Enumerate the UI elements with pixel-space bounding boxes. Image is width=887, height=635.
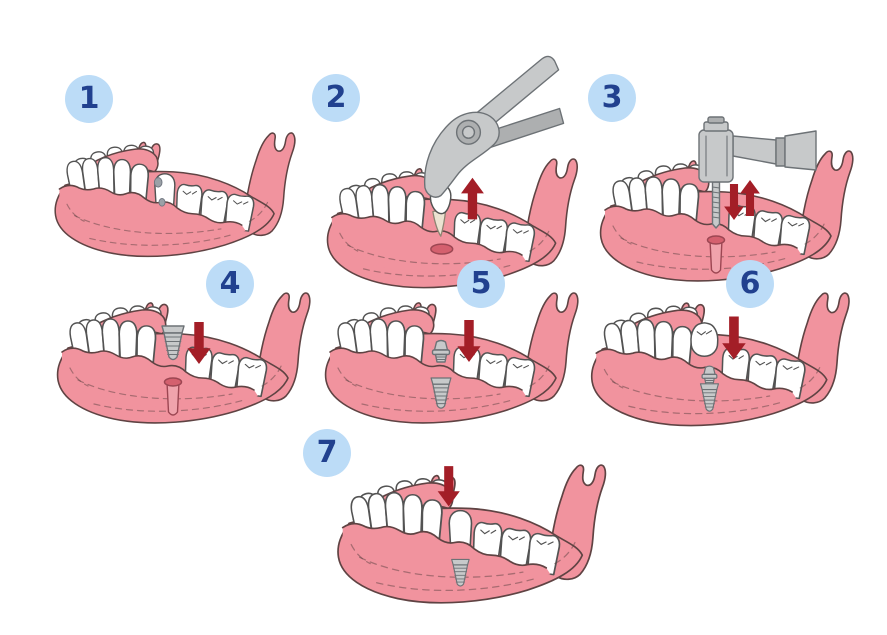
step-2-badge: 2 [312,74,360,122]
step-4-illustration [58,293,310,423]
jaw-icon [58,293,310,423]
step-4-number: 4 [219,266,241,301]
jaw-icon [338,465,605,603]
decay-spots [153,177,166,207]
step-3-illustration [601,116,853,281]
step-5-number: 5 [470,266,492,301]
step-7-badge: 7 [303,429,351,477]
crown-icon [690,322,719,358]
step-5-illustration [326,293,578,423]
step-4-badge: 4 [206,260,254,308]
step-2-illustration [327,55,577,287]
step-5-badge: 5 [457,260,505,308]
step-2-number: 2 [325,80,347,115]
tooth-socket [430,243,454,255]
step-7-illustration [338,465,605,603]
step-6-number: 6 [739,266,761,301]
step-6-illustration [592,293,849,426]
jaw-icon [592,293,849,426]
step-1-illustration [55,133,295,256]
step-6-badge: 6 [726,260,774,308]
step-3-badge: 3 [588,74,636,122]
step-3-number: 3 [601,80,623,115]
jaw-icon [55,133,295,256]
step-1-badge: 1 [65,75,113,123]
step-1-number: 1 [78,81,100,116]
step-7-number: 7 [316,435,338,470]
jaw-icon [326,293,578,423]
